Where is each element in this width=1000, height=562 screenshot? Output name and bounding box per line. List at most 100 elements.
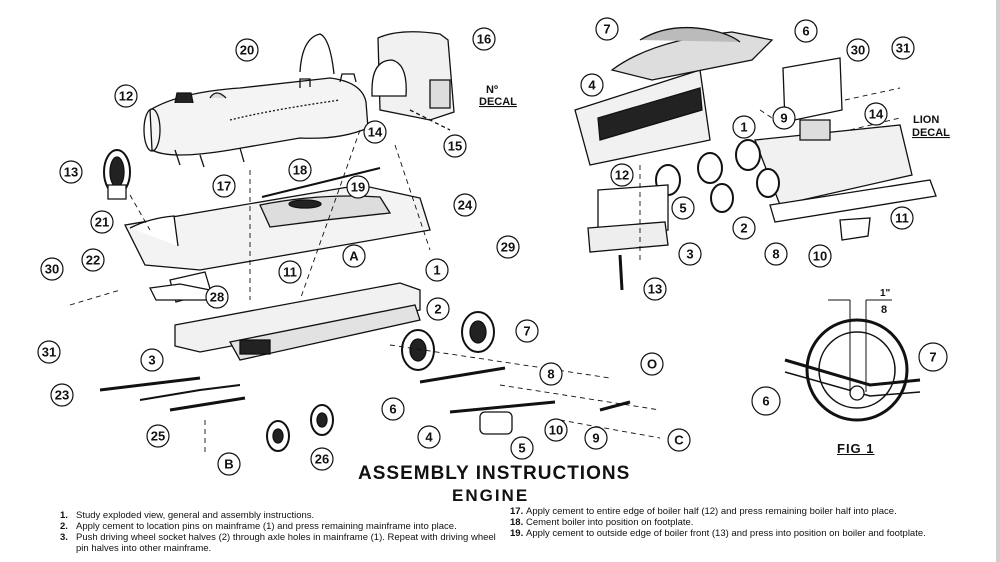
guide-lines-engine: [69, 129, 661, 455]
step-item: 2. Apply cement to location pins on mainf…: [60, 521, 500, 532]
engine-callout-circle: [472, 27, 496, 51]
tender-callout-circle: [732, 216, 756, 240]
mainframe-part: [149, 282, 421, 361]
engine-callout-label: 24: [458, 198, 473, 213]
tender-callout-circle: [890, 206, 914, 230]
engine-callout-label: 8: [547, 367, 554, 382]
engine-callout-circle: [217, 452, 241, 476]
fig-dimension-denominator: 8: [881, 304, 887, 316]
engine-callouts: 2016121415131718192124292211A13028312732…: [37, 27, 691, 476]
step-text: Apply cement to location pins on mainfra…: [76, 521, 457, 532]
tender-callout-label: 3: [686, 247, 693, 262]
engine-callout-circle: [37, 340, 61, 364]
engine-callout-circle: [310, 447, 334, 471]
step-number: 2.: [60, 521, 68, 532]
fig-dimension-numerator: 1": [880, 288, 891, 299]
tender-callout-circle: [764, 242, 788, 266]
engine-callout-label: 1: [433, 263, 440, 278]
engine-callout-circle: [667, 428, 691, 452]
engine-callout-circle: [205, 285, 229, 309]
tender-callout-label: 12: [615, 168, 629, 183]
tender-callout-label: 8: [772, 247, 779, 262]
engine-callout-circle: [114, 84, 138, 108]
engine-callout-label: 26: [315, 452, 329, 467]
tender-callout-circle: [580, 73, 604, 97]
engine-callout-label: 31: [42, 345, 56, 360]
page-subtitle: ENGINE: [452, 486, 530, 505]
engine-callout-label: 23: [55, 388, 69, 403]
tender-callout-label: 14: [869, 107, 884, 122]
tender-callout-label: 1: [740, 120, 747, 135]
engine-callout-label: 30: [45, 262, 59, 277]
tender-callout-circle: [891, 36, 915, 60]
engine-callout-circle: [342, 244, 366, 268]
page-title: ASSEMBLY INSTRUCTIONS: [358, 463, 631, 484]
step-number: 18.: [510, 517, 524, 528]
whistle-pipe-part: [299, 33, 335, 75]
engine-callout-label: 19: [351, 180, 365, 195]
footplate-part: [124, 167, 431, 303]
engine-callout-circle: [146, 424, 170, 448]
boiler-front-part: [103, 149, 131, 200]
engine-callout-circle: [544, 418, 568, 442]
number-decal-label-line1: Nº: [486, 84, 498, 96]
tender-callout-circle: [610, 163, 634, 187]
step-item: 17.Apply cement to entire edge of boiler…: [510, 506, 950, 517]
tender-callout-circle: [643, 277, 667, 301]
engine-callout-circle: [50, 383, 74, 407]
engine-callout-circle: [426, 297, 450, 321]
tender-frames: [587, 179, 937, 291]
engine-callout-label: 17: [217, 179, 231, 194]
fig-1-diagram: [784, 299, 921, 422]
step-text: Apply cement to outside edge of boiler f…: [526, 528, 926, 539]
tender-callout-circle: [678, 242, 702, 266]
engine-callout-circle: [235, 38, 259, 62]
tender-callout-circle: [808, 244, 832, 268]
engine-callout-circle: [515, 319, 539, 343]
fig-callouts: 67: [751, 342, 948, 416]
engine-callout-circle: [510, 436, 534, 460]
engine-callout-label: 3: [148, 353, 155, 368]
engine-callout-circle: [288, 158, 312, 182]
step-item: 18.Cement boiler into position on footpl…: [510, 517, 950, 528]
engine-callout-label: 6: [389, 402, 396, 417]
number-decal-label-line2: DECAL: [479, 96, 517, 108]
tender-callout-circle: [671, 196, 695, 220]
engine-callout-label: 5: [518, 441, 525, 456]
engine-callout-label: 2: [434, 302, 441, 317]
engine-callout-circle: [59, 160, 83, 184]
step-text: Apply cement to entire edge of boiler ha…: [526, 506, 897, 517]
step-text: Cement boiler into position on footplate…: [526, 517, 694, 528]
tender-body-part: [574, 26, 774, 166]
tender-callout-label: 30: [851, 43, 865, 58]
step-number: 17.: [510, 506, 524, 517]
tender-callout-label: 13: [648, 282, 662, 297]
engine-callout-circle: [90, 210, 114, 234]
tender-callout-label: 4: [588, 78, 596, 93]
engine-callout-label: C: [674, 433, 684, 448]
engine-callout-circle: [496, 235, 520, 259]
step-item: 3.Push driving wheel socket halves (2) t…: [60, 532, 500, 554]
step-item: 19.Apply cement to outside edge of boile…: [510, 528, 950, 539]
engine-callout-circle: [640, 352, 664, 376]
engine-callout-label: B: [224, 457, 233, 472]
engine-callout-label: A: [349, 249, 359, 264]
steps-list-right: 17.Apply cement to entire edge of boiler…: [510, 506, 950, 539]
engine-callout-label: 14: [368, 125, 383, 140]
engine-callout-label: 20: [240, 43, 254, 58]
tender-callout-label: 5: [679, 201, 686, 216]
engine-callout-label: 12: [119, 89, 133, 104]
engine-callout-circle: [425, 258, 449, 282]
engine-callout-label: 18: [293, 163, 307, 178]
engine-callout-circle: [453, 193, 477, 217]
tender-callout-circle: [595, 17, 619, 41]
engine-callout-label: 4: [425, 430, 433, 445]
connecting-rods: [99, 366, 631, 435]
engine-callout-label: 25: [151, 429, 165, 444]
tender-callout-label: 2: [740, 221, 747, 236]
engine-callout-circle: [212, 174, 236, 198]
fig-callout-circle: [751, 386, 781, 416]
